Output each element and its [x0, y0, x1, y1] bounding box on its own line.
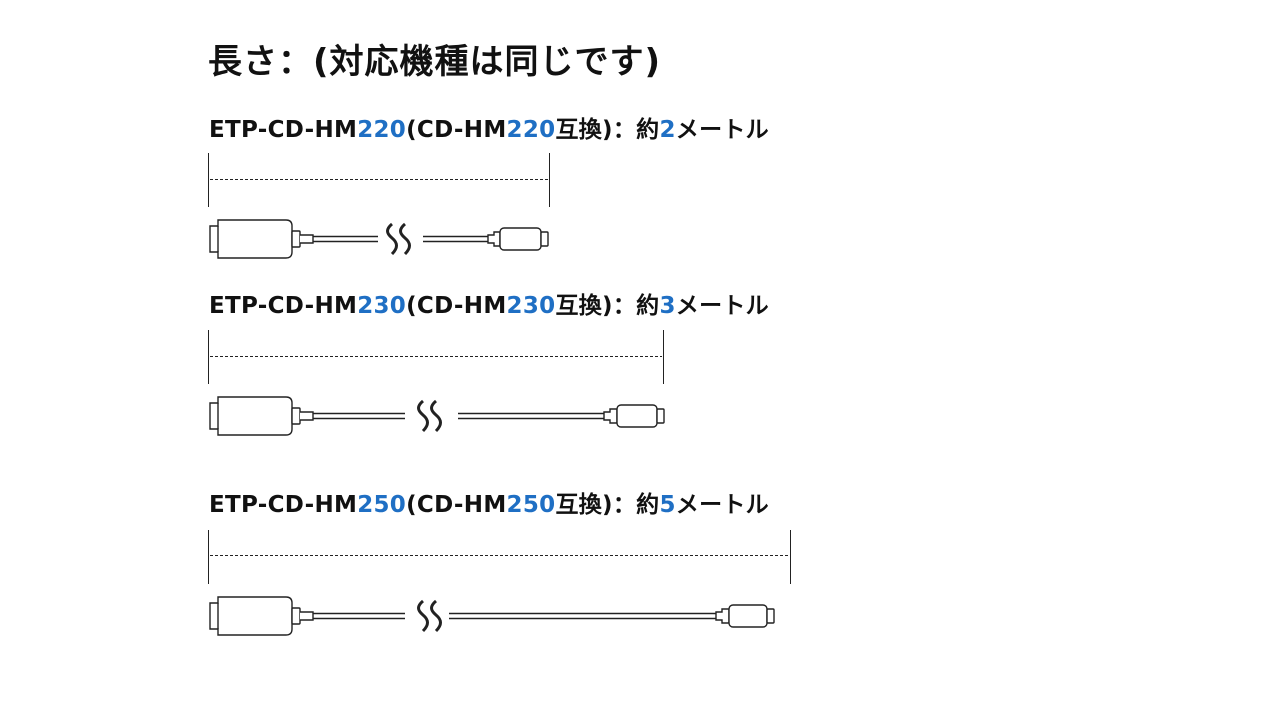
hdmi-connector-icon [209, 396, 293, 436]
compat-number: 250 [506, 492, 556, 518]
cable-break-icon [417, 599, 429, 633]
compat-prefix: (CD-HM [406, 492, 507, 518]
small-connector-icon [499, 227, 542, 251]
length-dimension-3m [208, 330, 664, 384]
cable-diagram-2m [0, 150, 1280, 270]
model-prefix: ETP-CD-HM [209, 492, 358, 518]
model-label-2m: ETP-CD-HM220(CD-HM220互換)：約2メートル [209, 110, 769, 144]
cable-diagram-5m [0, 527, 1280, 647]
cable-break-icon [417, 399, 429, 433]
length-value: 3 [659, 293, 676, 319]
model-prefix: ETP-CD-HM [209, 293, 358, 319]
hdmi-connector-icon [209, 219, 293, 259]
length-dimension-2m [208, 153, 550, 207]
compat-number: 220 [506, 117, 556, 143]
compat-suffix: 互換)：約 [555, 293, 660, 319]
model-label-3m: ETP-CD-HM230(CD-HM230互換)：約3メートル [209, 286, 769, 320]
length-unit: メートル [675, 492, 769, 518]
model-prefix: ETP-CD-HM [209, 117, 358, 143]
cable-break-icon [386, 222, 398, 256]
model-number: 230 [357, 293, 407, 319]
compat-prefix: (CD-HM [406, 117, 507, 143]
hdmi-connector-icon [209, 596, 293, 636]
cable-3m [209, 396, 665, 436]
small-connector-icon [728, 604, 768, 628]
model-number: 250 [357, 492, 407, 518]
length-unit: メートル [675, 117, 769, 143]
cable-2m [209, 219, 549, 259]
page-title: 長さ：(対応機種は同じです) [208, 42, 662, 82]
length-value: 2 [659, 117, 676, 143]
cable-5m [209, 596, 775, 636]
small-connector-icon [616, 404, 658, 428]
model-label-5m: ETP-CD-HM250(CD-HM250互換)：約5メートル [209, 485, 769, 519]
length-unit: メートル [675, 293, 769, 319]
compat-suffix: 互換)：約 [555, 117, 660, 143]
compat-prefix: (CD-HM [406, 293, 507, 319]
cable-diagram-3m [0, 327, 1280, 447]
length-dimension-5m [208, 530, 791, 584]
model-number: 220 [357, 117, 407, 143]
length-value: 5 [659, 492, 676, 518]
compat-suffix: 互換)：約 [555, 492, 660, 518]
compat-number: 230 [506, 293, 556, 319]
